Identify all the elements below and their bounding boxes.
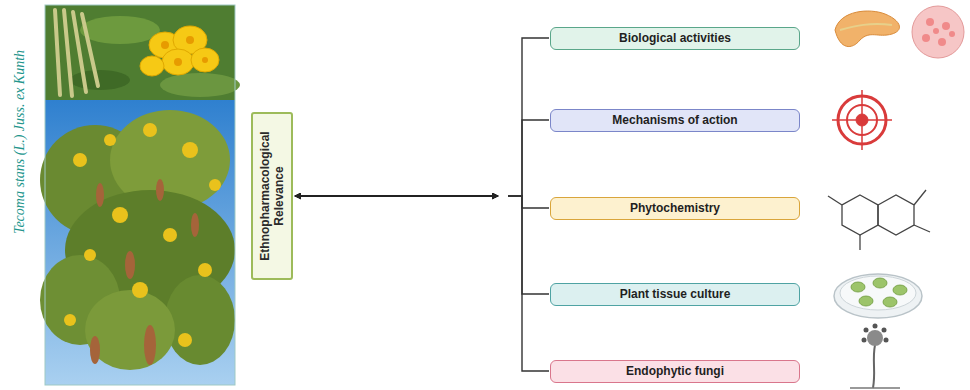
tree-photo	[40, 100, 235, 385]
connector-branch	[508, 196, 549, 294]
connector-branch	[508, 196, 549, 208]
pancreas-icon	[835, 11, 899, 47]
connector	[295, 120, 549, 196]
topic-box: Phytochemistry	[550, 197, 800, 220]
connector	[295, 196, 549, 208]
connector-branch	[508, 120, 549, 196]
box-label: Ethnopharmacological Relevance	[258, 121, 286, 271]
box-label: Plant tissue culture	[559, 287, 791, 302]
species-name: Tecoma stans (L.) Juss. ex Kunth	[12, 50, 28, 234]
photo-frame	[45, 5, 235, 385]
connector-arrow	[295, 195, 498, 197]
connector-arrow	[295, 195, 498, 197]
connector	[295, 196, 549, 371]
petri-dish-icon	[834, 274, 922, 318]
relevance-box: Ethnopharmacological Relevance	[251, 112, 293, 280]
connector-arrow	[295, 195, 498, 197]
connector-branch	[508, 196, 549, 371]
flower-photo	[45, 5, 240, 100]
connector-arrow	[295, 195, 498, 197]
fungus-icon	[850, 324, 900, 389]
topic-box: Biological activities	[550, 27, 800, 50]
box-label: Mechanisms of action	[559, 113, 791, 128]
topic-box: Mechanisms of action	[550, 109, 800, 132]
target-icon	[832, 90, 892, 150]
connector-arrow	[295, 195, 498, 197]
connector	[295, 196, 549, 294]
topic-box: Endophytic fungi	[550, 360, 800, 383]
box-label: Endophytic fungi	[559, 364, 791, 379]
connector	[295, 38, 549, 196]
cell-cluster-icon	[912, 6, 964, 58]
box-label: Biological activities	[559, 31, 791, 46]
connector-branch	[508, 38, 549, 196]
topic-box: Plant tissue culture	[550, 283, 800, 306]
box-label: Phytochemistry	[559, 201, 791, 216]
chemical-structure-icon	[828, 190, 930, 250]
